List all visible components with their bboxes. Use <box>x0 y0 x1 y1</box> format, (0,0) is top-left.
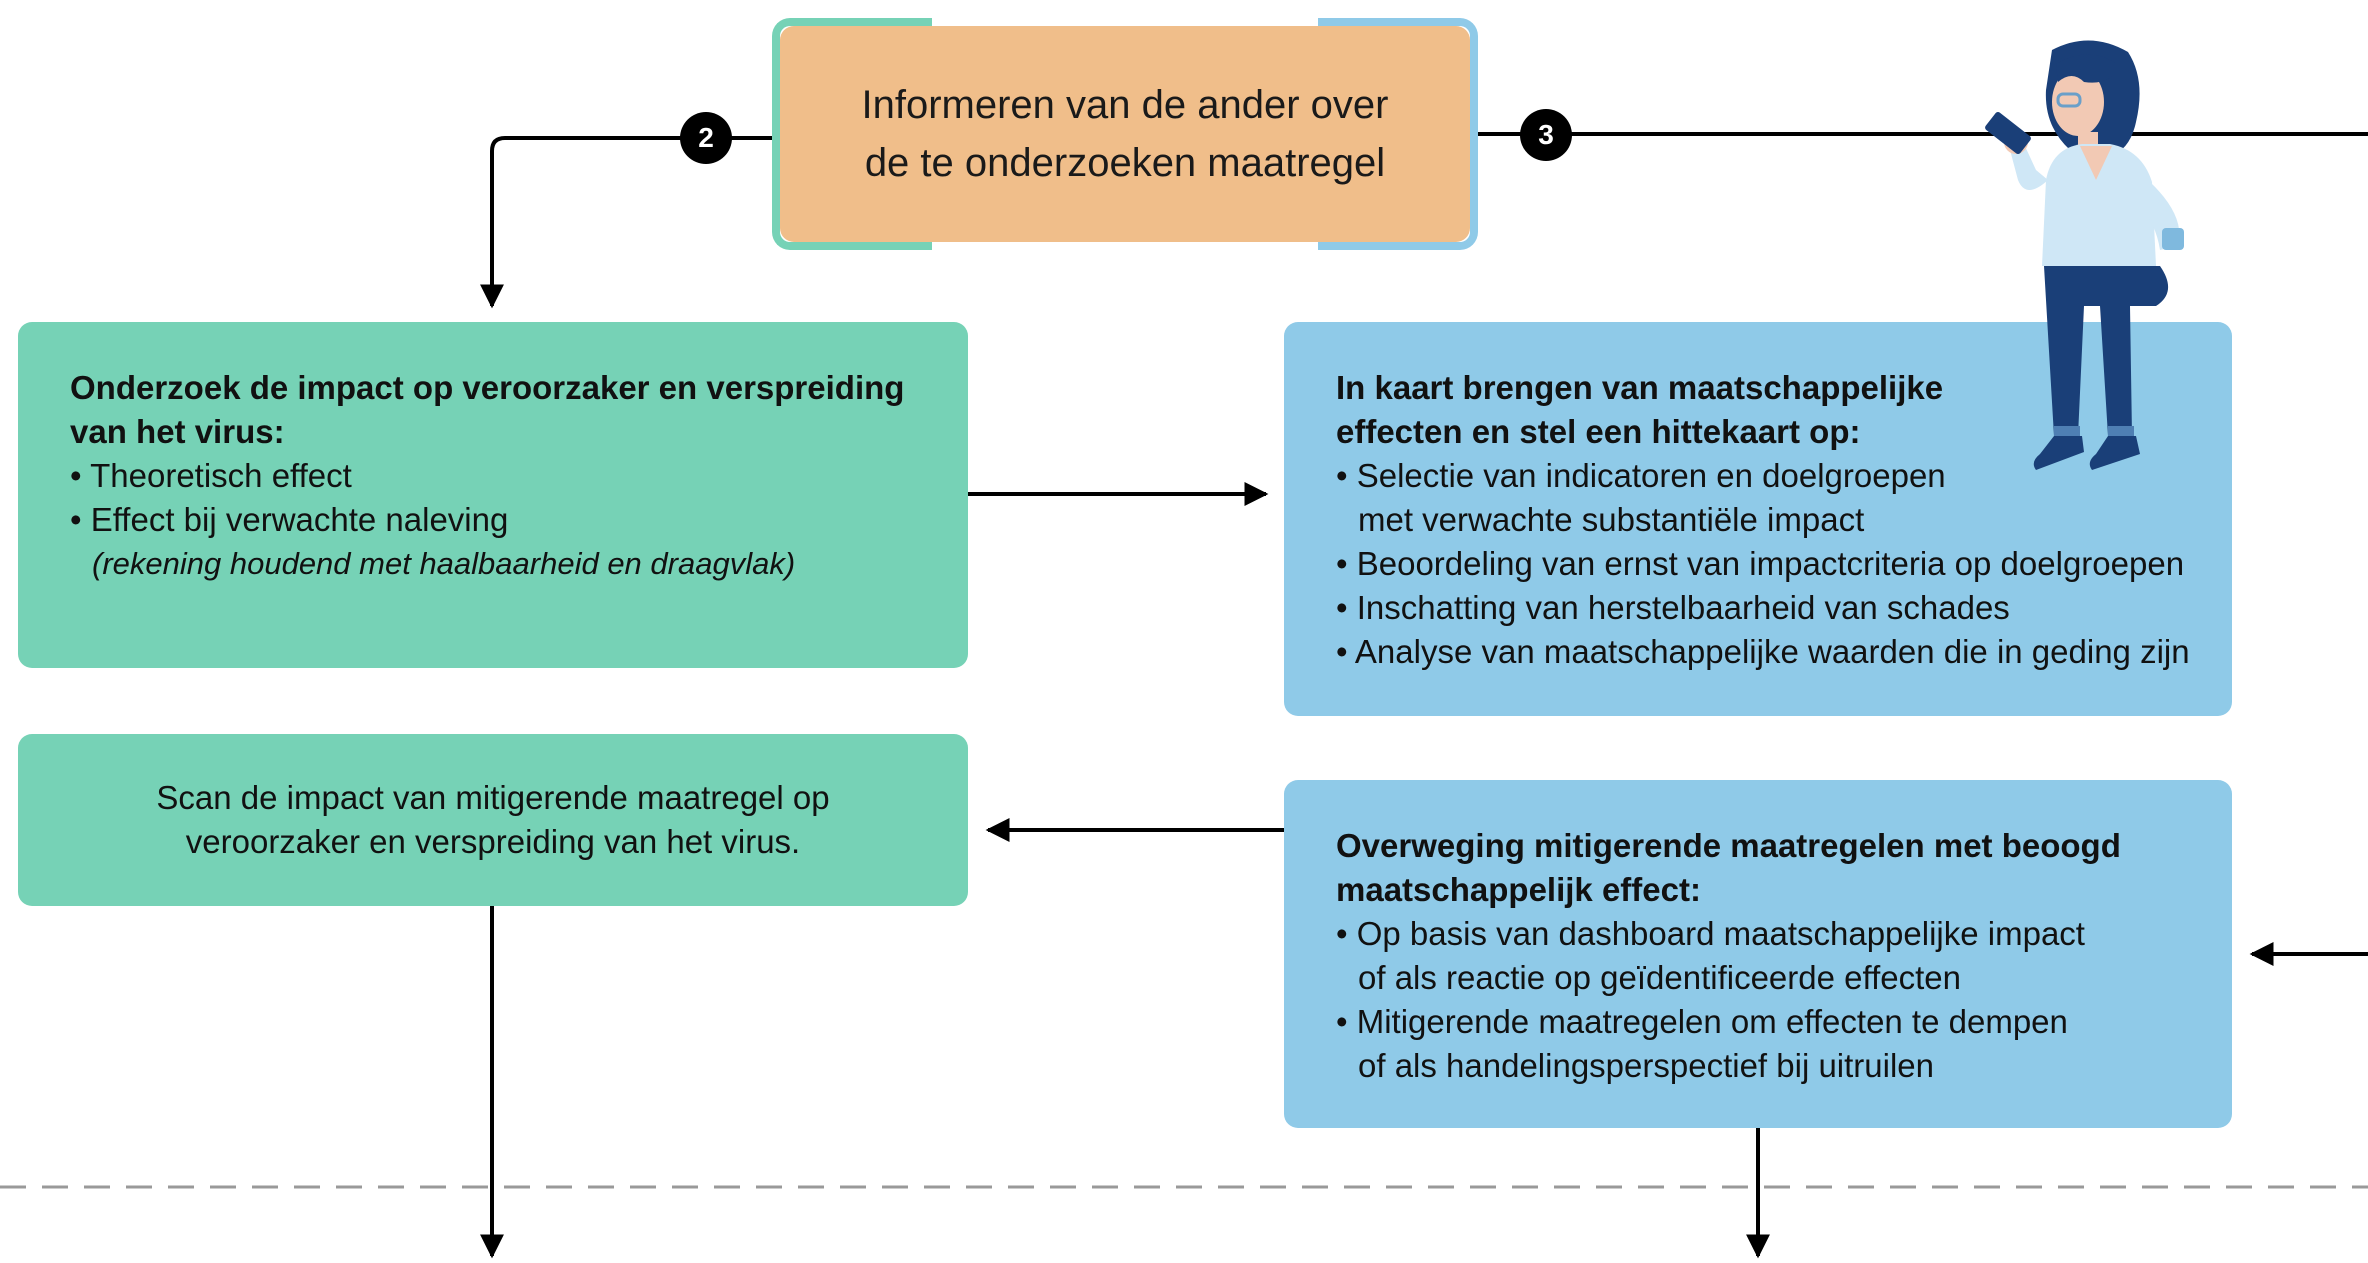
box-societal-text: In kaart brengen van maatschappelijke ef… <box>1336 366 2190 674</box>
box-scan-line2: veroorzaker en verspreiding van het viru… <box>185 823 801 860</box>
top-box-left-bracket <box>772 18 932 250</box>
box-mitigation-bullet-1a: • Op basis van dashboard maatschappelijk… <box>1336 915 2085 952</box>
box-mitigation <box>1284 780 2232 1128</box>
box-mitigation-bullet-2a: • Mitigerende maatregelen om effecten te… <box>1336 1003 2068 1040</box>
box-mitigation-bullet-2b: of als handelingsperspectief bij uitruil… <box>1358 1047 1935 1084</box>
box-scan <box>18 734 968 906</box>
box-societal-bullet-1a: • Selectie van indicatoren en doelgroepe… <box>1336 457 1946 494</box>
top-box-line1: Informeren van de ander over <box>861 83 1389 127</box>
box-impact-note: (rekening houdend met haalbaarheid en dr… <box>92 546 796 581</box>
top-box-inform: Informeren van de ander over de te onder… <box>780 26 1470 242</box>
box-mitigation-heading-1: Overweging mitigerende maatregelen met b… <box>1336 827 2121 864</box>
box-scan-text: Scan de impact van mitigerende maatregel… <box>18 776 968 864</box>
top-box-line2: de te onderzoeken maatregel <box>864 141 1386 185</box>
box-scan-line1: Scan de impact van mitigerende maatregel… <box>156 779 830 816</box>
box-societal-bullet-2: • Beoordeling van ernst van impactcriter… <box>1336 545 2185 582</box>
person-illustration <box>1985 40 2184 470</box>
box-impact-bullet-1: • Theoretisch effect <box>70 457 352 494</box>
box-mitigation-text: Overweging mitigerende maatregelen met b… <box>1336 824 2121 1088</box>
box-impact-text: Onderzoek de impact op veroorzaker en ve… <box>70 366 904 586</box>
box-societal-bullet-3: • Inschatting van herstelbaarheid van sc… <box>1336 589 2010 626</box>
box-societal-heading-2: effecten en stel een hittekaart op: <box>1336 413 1861 450</box>
arrow-top-to-impact <box>480 136 780 309</box>
box-impact <box>18 322 968 668</box>
box-societal-heading-1: In kaart brengen van maatschappelijke <box>1336 369 1944 406</box>
box-societal-bullet-4: • Analyse van maatschappelijke waarden d… <box>1336 633 2190 670</box>
top-box-right-bracket <box>1318 18 1478 250</box>
box-impact-bullet-2: • Effect bij verwachte naleving <box>70 501 509 538</box>
badge-step-2: 2 <box>680 112 732 164</box>
box-societal-bullet-1b: met verwachte substantiële impact <box>1358 501 1865 538</box>
box-mitigation-heading-2: maatschappelijk effect: <box>1336 871 1701 908</box>
badge-step-3: 3 <box>1520 109 1572 161</box>
box-mitigation-bullet-1b: of als reactie op geïdentificeerde effec… <box>1358 959 1961 996</box>
box-impact-heading-1: Onderzoek de impact op veroorzaker en ve… <box>70 369 905 406</box>
box-impact-heading-2: van het virus: <box>70 413 285 450</box>
